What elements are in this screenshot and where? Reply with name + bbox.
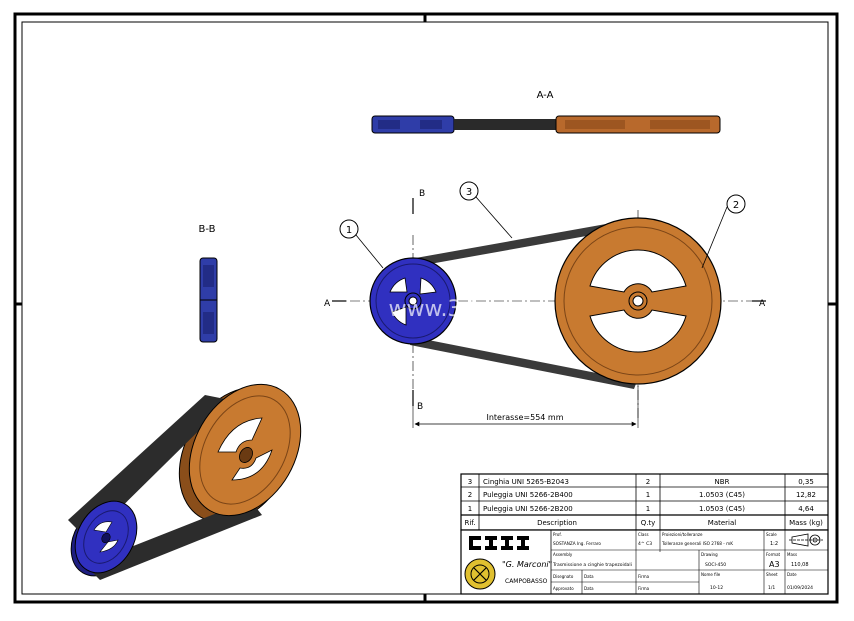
marker-a-left: A <box>324 299 331 309</box>
projection-symbol-icon <box>789 533 823 547</box>
bom-desc-2: Puleggia UNI 5266-2B400 <box>483 491 573 499</box>
section-aa-view <box>371 115 721 134</box>
svg-text:Nome file: Nome file <box>701 572 721 577</box>
svg-text:Proiezioni/tolleranze: Proiezioni/tolleranze <box>662 532 703 537</box>
bom-mat-2: 1.0503 (C45) <box>699 491 745 499</box>
svg-text:3: 3 <box>466 187 472 198</box>
svg-text:2: 2 <box>733 200 739 211</box>
svg-text:Format: Format <box>766 552 781 557</box>
bom-table: 3 Cinghia UNI 5265-B2043 2 NBR 0,35 2 Pu… <box>460 473 829 531</box>
school-city: CAMPOBASSO <box>505 578 548 585</box>
pulley-large <box>554 217 722 385</box>
svg-text:Tolleranze generali ISO 2768 -: Tolleranze generali ISO 2768 - mK <box>661 541 733 546</box>
svg-text:SOCI-450: SOCI-450 <box>705 562 726 568</box>
bom-header-material: Material <box>708 519 736 527</box>
bom-rif-2: 2 <box>468 491 472 499</box>
svg-text:Disegnato: Disegnato <box>553 574 574 579</box>
school-name: "G. Marconi" <box>502 560 552 569</box>
title-block: "G. Marconi" CAMPOBASSO Prof. SOSTANZA I… <box>460 529 829 595</box>
svg-text:Data: Data <box>584 574 594 579</box>
marker-b-bottom: B <box>417 402 423 412</box>
svg-text:Trasmissione a cinghie trapezo: Trasmissione a cinghie trapezoidali <box>552 562 632 568</box>
svg-text:Approvato: Approvato <box>553 586 574 591</box>
section-aa-label: A-A <box>537 90 554 101</box>
bom-mat-3: 1.0503 (C45) <box>699 505 745 513</box>
bom-qty-3: 1 <box>646 505 650 513</box>
svg-text:Data: Data <box>584 586 594 591</box>
bom-header-rif: Rif. <box>465 519 476 527</box>
section-bb-label: B-B <box>199 224 216 235</box>
section-bb-view <box>199 257 218 343</box>
marker-b-top: B <box>419 189 425 199</box>
svg-text:Firma: Firma <box>638 586 650 591</box>
svg-text:Firma: Firma <box>638 574 650 579</box>
balloon-1: 1 <box>339 219 384 269</box>
belt-main <box>410 219 637 389</box>
svg-text:Assembly: Assembly <box>553 552 573 557</box>
frame-center-marks <box>15 14 837 602</box>
balloon-3: 3 <box>459 181 513 239</box>
bom-mass-2: 12,82 <box>796 491 816 499</box>
svg-text:1: 1 <box>346 225 352 236</box>
isometric-view <box>68 383 302 580</box>
svg-text:Class: Class <box>638 532 649 537</box>
bom-mat-1: NBR <box>715 478 730 486</box>
svg-text:Drawing: Drawing <box>701 552 718 557</box>
svg-text:Date: Date <box>787 572 797 577</box>
svg-text:4^ C3: 4^ C3 <box>638 541 652 547</box>
bom-rif-1: 3 <box>468 478 472 486</box>
section-markers <box>332 198 766 406</box>
bom-mass-1: 0,35 <box>798 478 814 486</box>
bom-mass-3: 4,64 <box>798 505 814 513</box>
svg-text:110,08: 110,08 <box>791 562 809 568</box>
svg-text:Prof.: Prof. <box>553 532 562 537</box>
watermark-text: www.3d...com <box>389 297 544 322</box>
marker-a-right: A <box>759 299 766 309</box>
svg-text:10-12: 10-12 <box>710 585 723 591</box>
bom-header-description: Description <box>537 519 577 527</box>
bom-desc-3: Puleggia UNI 5266-2B200 <box>483 505 573 513</box>
svg-text:1/1: 1/1 <box>768 585 775 591</box>
bom-header-mass: Mass (kg) <box>789 519 823 527</box>
svg-text:Sheet: Sheet <box>766 572 778 577</box>
svg-text:1:2: 1:2 <box>770 541 778 547</box>
bom-header-qty: Q.ty <box>641 519 656 527</box>
bom-rif-3: 1 <box>468 505 472 513</box>
svg-text:Mass: Mass <box>787 552 797 557</box>
svg-text:01/09/2024: 01/09/2024 <box>787 585 813 591</box>
svg-text:SOSTANZA Ing. Ferraro: SOSTANZA Ing. Ferraro <box>553 541 601 546</box>
svg-text:Scale: Scale <box>766 532 777 537</box>
balloon-2: 2 <box>701 194 746 269</box>
bom-qty-1: 2 <box>646 478 650 486</box>
svg-text:Interasse=554 mm: Interasse=554 mm <box>486 413 563 422</box>
center-distance-dimension: Interasse=554 mm <box>412 386 639 428</box>
bom-qty-2: 1 <box>646 491 650 499</box>
svg-text:A3: A3 <box>769 560 780 569</box>
bom-desc-1: Cinghia UNI 5265-B2043 <box>483 478 569 486</box>
pulley-small <box>369 257 457 345</box>
school-logo <box>464 536 529 590</box>
